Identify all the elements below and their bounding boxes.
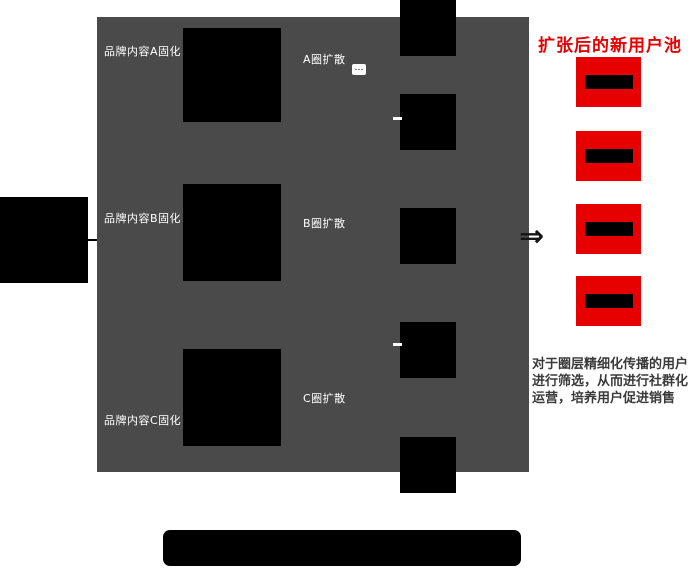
caption-bar [163,530,521,566]
circle-box-1 [400,0,456,56]
redacted-label-bar [584,294,633,308]
spread-label-c: C圈扩散 [303,392,346,405]
new-user-box-2 [576,131,641,181]
new-user-pool-title: 扩张后的新用户池 [538,36,682,56]
source-label-b: 品牌内容B固化 [104,212,182,225]
redacted-label-bar [584,149,633,163]
circle-box-2 [400,94,456,150]
connector-line [88,239,97,241]
origin-pool-box [0,197,88,283]
circle-box-4 [400,322,456,378]
content-box-b [183,184,281,281]
circle-box-5 [400,437,456,493]
source-label-c: 品牌内容C固化 [104,414,182,427]
pool-note: 对于圈层精细化传播的用户进行筛选，从而进行社群化运营，培养用户促进销售 [532,357,689,406]
arrow-right-icon: ⇒ [519,219,545,254]
new-user-box-4 [576,276,641,326]
circle-box-3 [400,208,456,264]
redacted-label-bar [584,222,633,236]
content-box-c [183,349,281,446]
diffusion-panel: 品牌内容A固化 A圈扩散 品牌内容B固化 B圈扩散 品牌内容C固化 C圈扩散 … [97,17,529,472]
new-user-box-3 [576,204,641,254]
source-label-a: 品牌内容A固化 [104,45,182,58]
new-user-box-1 [576,57,641,107]
connector-mark [393,117,402,120]
spread-label-a: A圈扩散 [303,53,346,66]
redacted-label-bar [584,75,633,89]
ellipsis-icon: … [352,64,366,75]
spread-label-b: B圈扩散 [303,217,346,230]
connector-mark [393,343,402,346]
content-box-a [183,28,281,122]
